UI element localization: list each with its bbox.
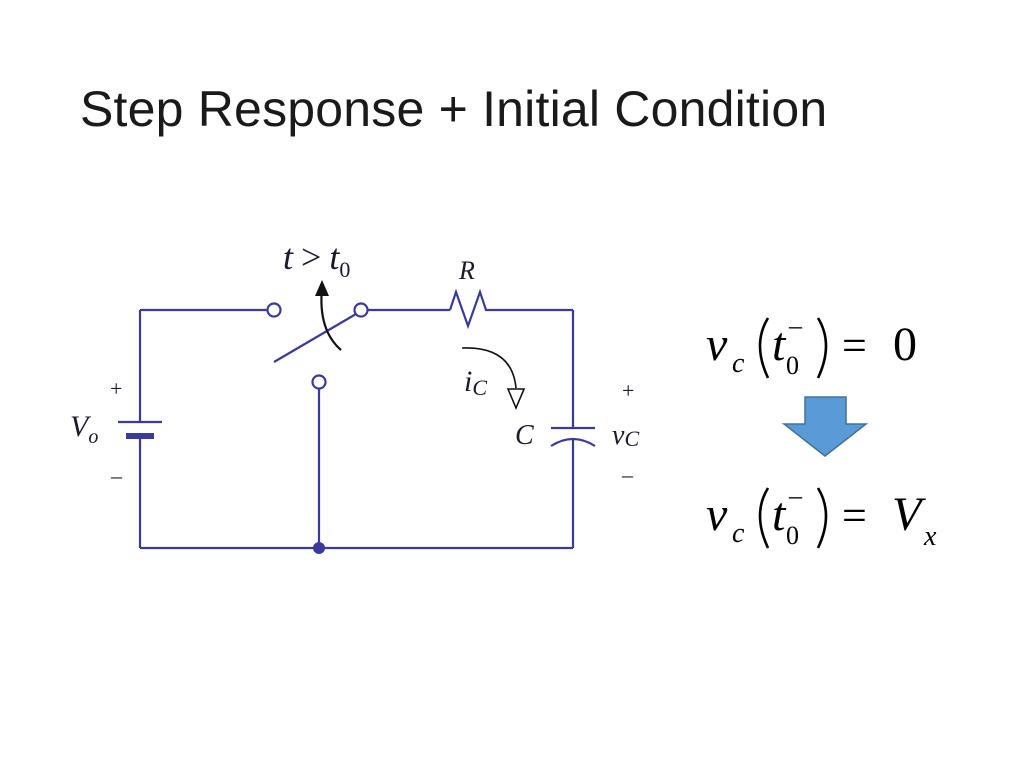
eq2-t-sup: – [788,481,803,510]
eq1-rhs: 0 [893,318,917,371]
equation-initial: v c t – 0 = 0 [706,311,917,380]
resistor-label: R [458,256,475,285]
cap-voltage-label: vC [612,420,639,451]
switch [266,280,369,390]
source-minus-sign: – [110,463,123,488]
current-arrow [461,347,526,411]
eq1-v: v [706,318,728,371]
current-arrow-head [506,388,526,411]
slide-title: Step Response + Initial Condition [80,81,828,137]
current-label: iC [464,365,487,400]
eq1-left-paren [758,317,770,379]
resistor [448,288,492,330]
eq2-right-paren [816,487,828,549]
eq2-equals: = [842,491,867,540]
switch-time-label: t>t0 [283,237,350,282]
eq2-v: v [706,488,728,541]
circuit-wires [138,308,575,550]
capacitor-label: C [515,420,534,451]
capacitor-bottom-plate [550,437,596,447]
down-arrow [781,396,869,457]
eq1-right-paren [816,317,828,379]
switch-terminal-left [266,302,282,318]
eq1-equals: = [842,321,867,370]
voltage-source [118,420,162,439]
eq2-v-sub: c [732,518,745,549]
eq1-v-sub: c [732,348,745,379]
capacitor [550,426,596,447]
current-arrow-curve [461,347,517,389]
eq2-left-paren [758,487,770,549]
cap-minus-sign: – [621,462,634,487]
switch-terminal-bottom [311,374,327,390]
eq1-t-sup: – [788,311,803,340]
switch-motion-arrowhead [315,280,329,296]
eq2-t-sub: 0 [786,521,799,550]
eq2-rhs: V [892,488,926,541]
switch-blade [273,313,357,363]
eq2-t: t [772,488,787,541]
junction-dot [313,542,325,554]
eq1-t: t [772,318,787,371]
eq2-rhs-sub: x [923,521,937,552]
switch-motion-arrow [320,287,342,351]
switch-terminal-right [353,302,369,318]
source-plus-sign: + [110,376,122,401]
cap-plus-sign: + [622,378,634,403]
equation-nonzero: v c t – 0 = V x [706,481,937,552]
eq1-t-sub: 0 [786,351,799,380]
source-label: Vo [70,410,98,448]
